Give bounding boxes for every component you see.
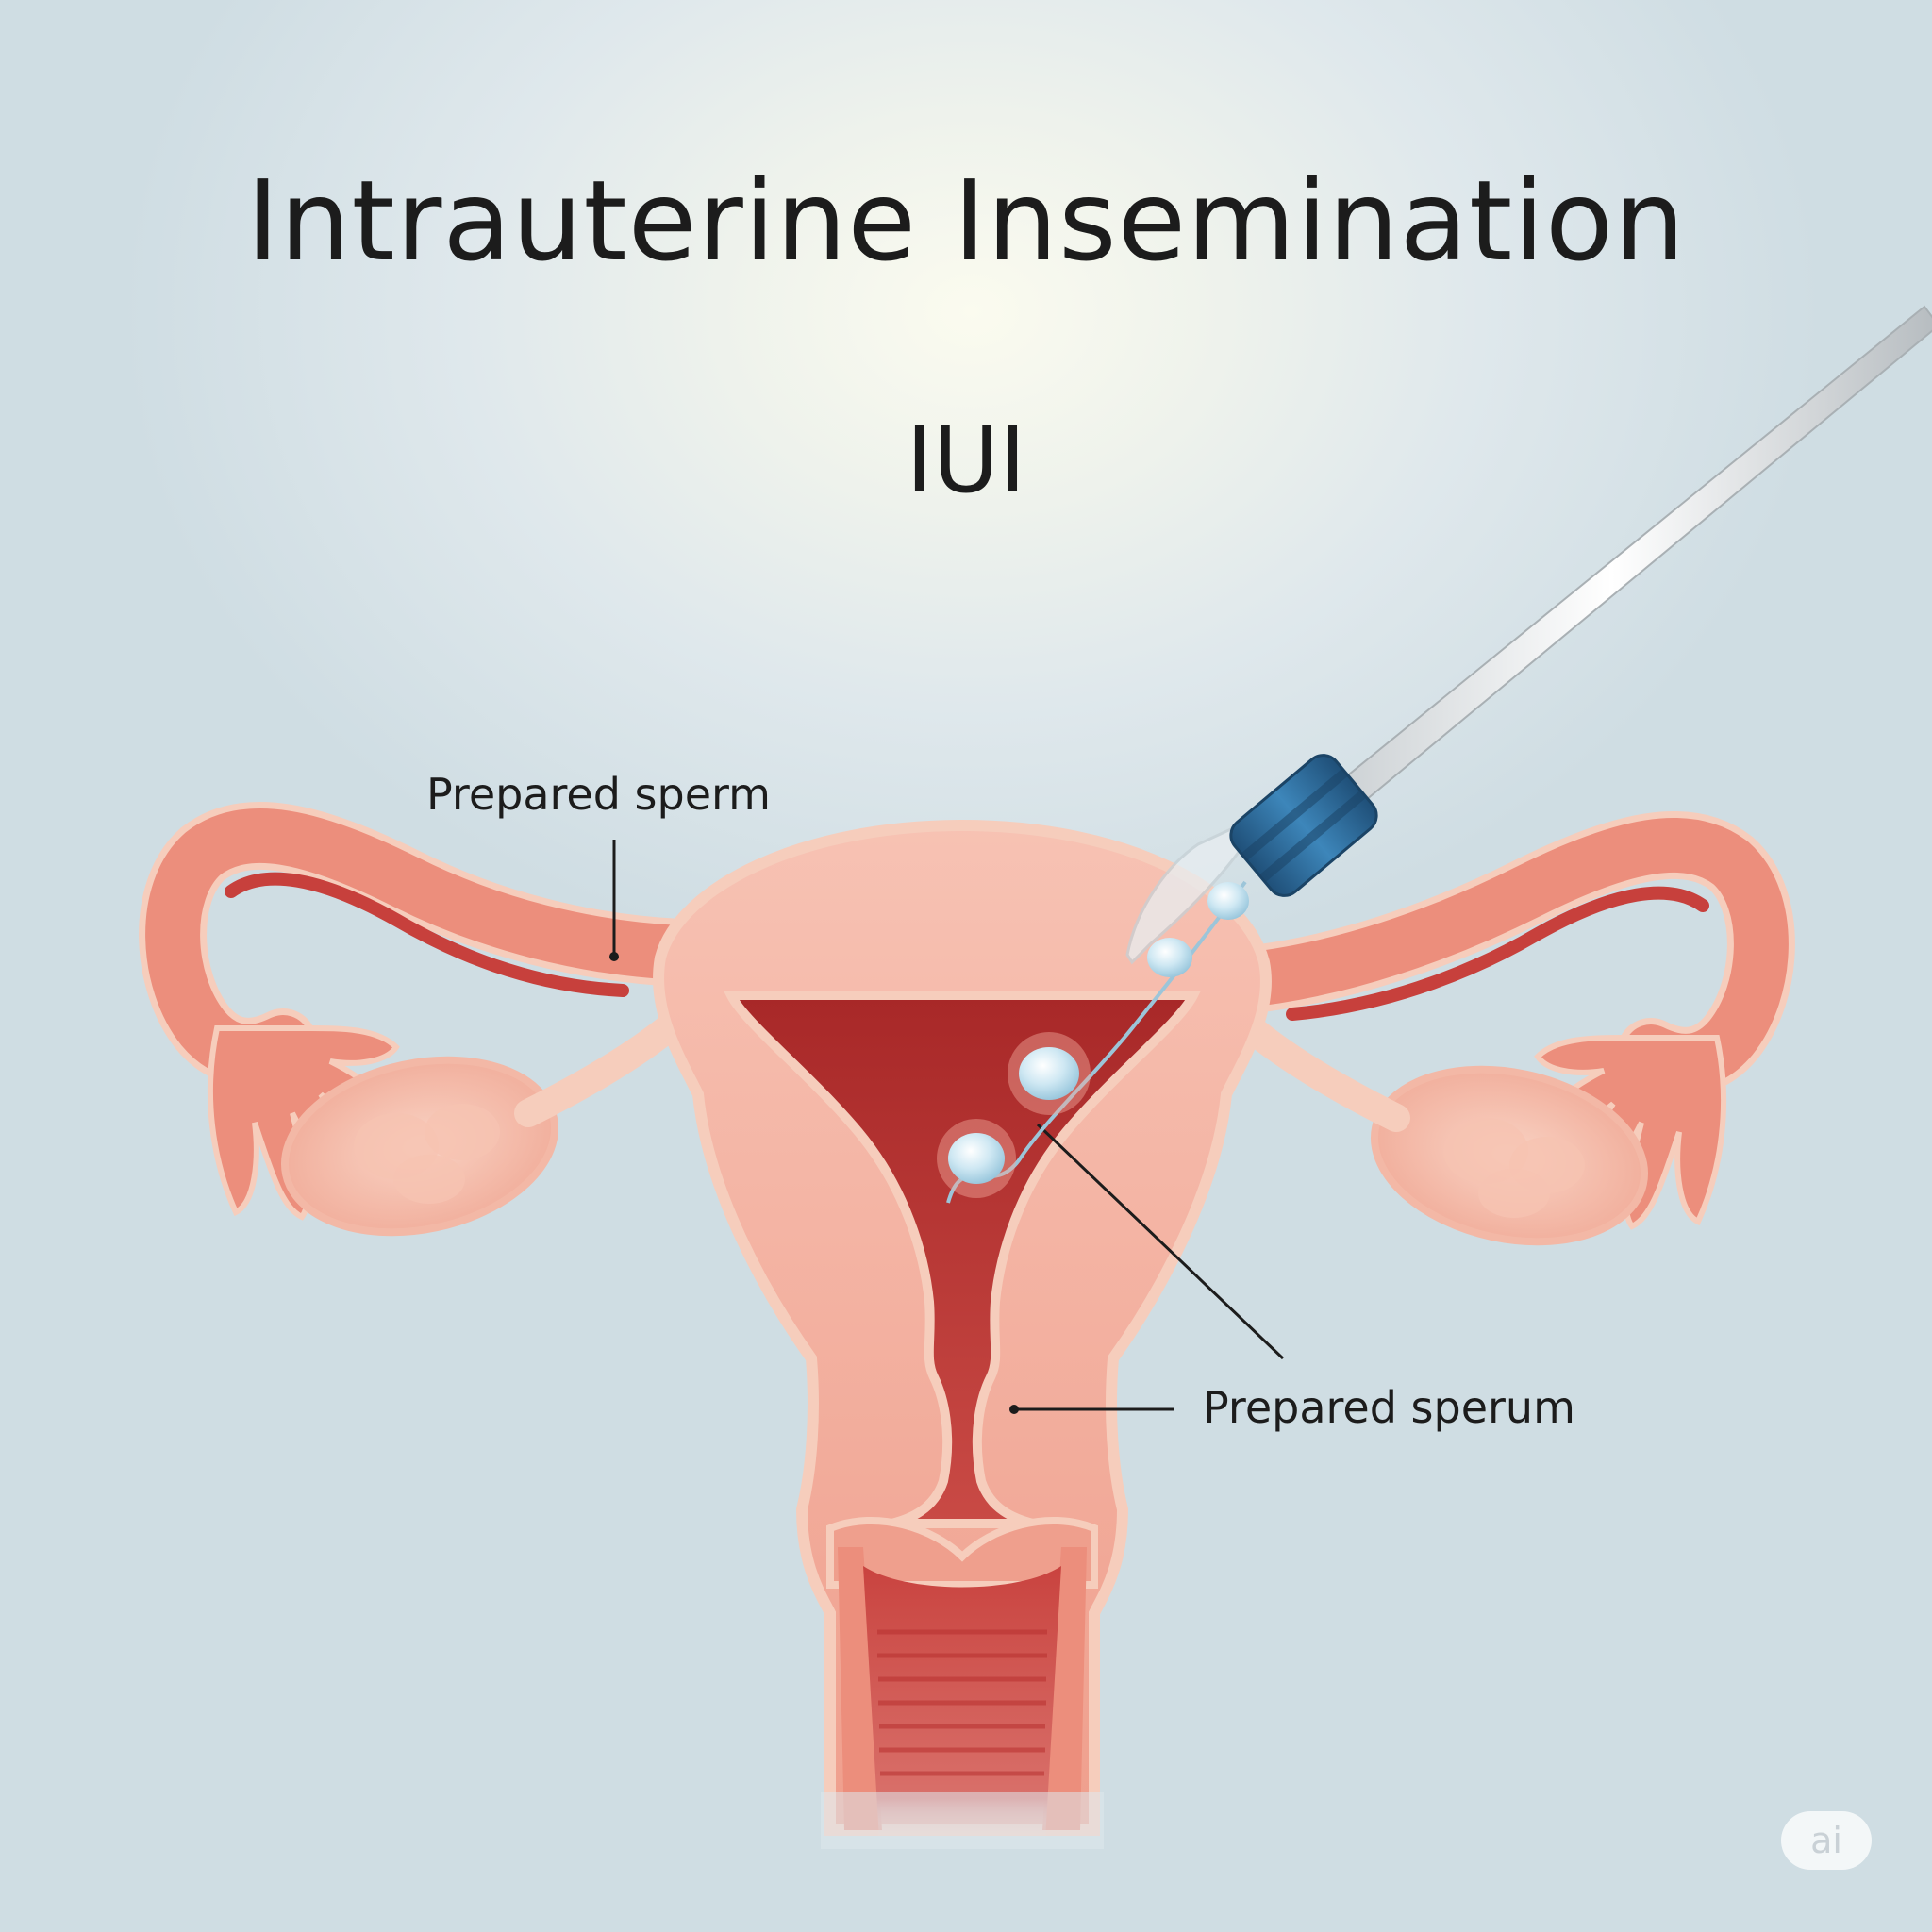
vagina	[821, 1547, 1104, 1849]
page-title: Intrauterine Insemination	[245, 156, 1687, 286]
page-subtitle: IUI	[906, 408, 1026, 513]
catheter-icon	[1125, 305, 1932, 965]
leader-dot-top	[609, 952, 619, 961]
right-ligament	[1231, 1009, 1410, 1132]
label-prepared-sperm: Prepared sperm	[426, 769, 771, 820]
left-ovary	[280, 1056, 559, 1237]
leader-dot-right	[1009, 1405, 1019, 1414]
left-fallopian-tube	[139, 801, 713, 1086]
sperm-droplet-icon	[948, 1133, 1005, 1184]
leader-lines	[612, 840, 1285, 1411]
ai-watermark: ai	[1781, 1811, 1872, 1870]
left-ligament	[514, 1005, 693, 1127]
label-prepared-sperum: Prepared sperum	[1203, 1382, 1575, 1433]
cervix	[826, 1517, 1098, 1589]
right-ovary	[1370, 1065, 1649, 1246]
sperm-droplet-icon	[1147, 938, 1192, 977]
sperm-droplet-icon	[1208, 882, 1249, 920]
right-fallopian-tube	[1202, 810, 1795, 1095]
sperm-droplets	[937, 880, 1249, 1204]
sperm-droplet-icon	[1019, 1047, 1079, 1100]
